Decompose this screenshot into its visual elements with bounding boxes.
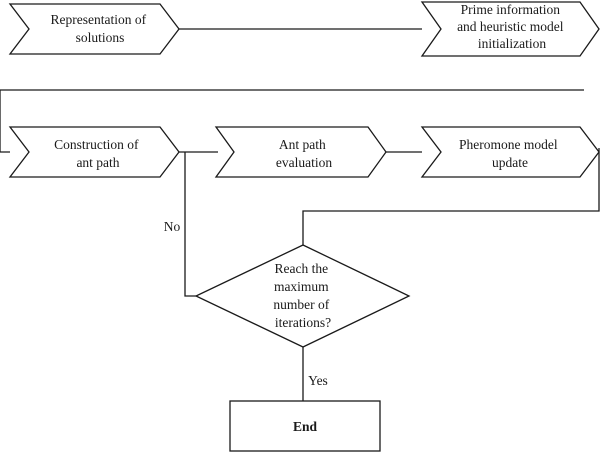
node-end [229, 400, 381, 452]
node-label-representation: Representation of solutions [51, 12, 150, 45]
label-line: Reach the [275, 261, 329, 276]
node-label-evaluation: Ant path evaluation [276, 137, 332, 170]
node-label-decision: Reach the maximum number of iterations? [273, 261, 332, 330]
node-label-pheromone: Pheromone model update [459, 137, 561, 170]
label-line: update [492, 155, 528, 170]
node-label-end: End [293, 419, 318, 434]
label-line: initialization [478, 36, 546, 51]
edge-pheromone-to-decision [302, 148, 600, 245]
node-pheromone-model-update [420, 126, 600, 178]
label-line: iterations? [275, 315, 331, 330]
label-line: solutions [76, 30, 125, 45]
label-line: Pheromone model [459, 137, 558, 152]
node-prime-information [420, 1, 600, 57]
label-line: Representation of [51, 12, 147, 27]
label-line: Prime information [461, 2, 561, 17]
label-line: ant path [76, 155, 119, 170]
node-representation-of-solutions [8, 3, 180, 55]
edge-decision-no-loop [184, 152, 196, 297]
node-label-construction: Construction of ant path [54, 137, 142, 170]
node-label-prime-info: Prime information and heuristic model in… [457, 2, 567, 51]
edge-label-yes: Yes [308, 373, 328, 388]
label-line: Ant path [279, 137, 326, 152]
label-line: and heuristic model [457, 19, 564, 34]
label-line: maximum [274, 279, 329, 294]
edge-label-no: No [164, 219, 181, 234]
edge-prime-info-to-construction [0, 89, 584, 153]
label-line: number of [273, 297, 329, 312]
node-decision-max-iterations [194, 244, 411, 348]
node-construction-of-ant-path [8, 126, 180, 178]
label-line: evaluation [276, 155, 332, 170]
label-line: Construction of [54, 137, 139, 152]
node-ant-path-evaluation [214, 126, 387, 178]
